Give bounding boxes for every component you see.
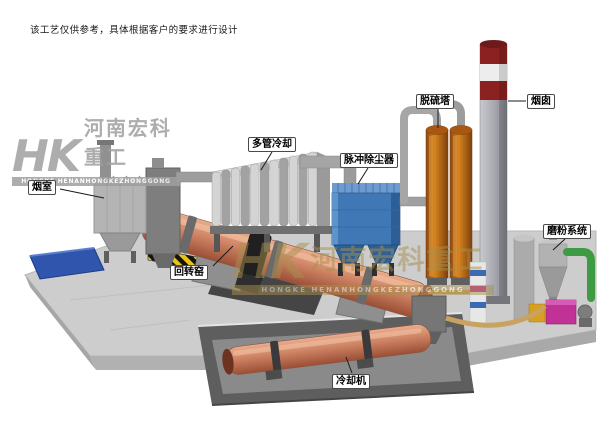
pulse-dust-collector [331, 183, 429, 276]
chimney [477, 40, 510, 304]
grinding-system [445, 228, 595, 328]
leader-rotary-kiln [212, 245, 234, 267]
kiln-to-cooler-duct [175, 171, 217, 183]
leader-pulse-dust-collector [357, 167, 369, 185]
label-rotary-kiln: 回转窑 [170, 265, 208, 280]
leader-cooling-machine [345, 356, 353, 374]
kiln-inlet-housing [145, 158, 181, 268]
kiln-girth-gear [239, 230, 272, 278]
label-desulfurization-tower: 脱硫塔 [416, 94, 454, 109]
smoke-chamber-stack [97, 140, 114, 186]
label-grinding-system: 磨粉系统 [543, 224, 591, 239]
label-smoke-chamber: 烟室 [28, 180, 56, 195]
green-pipe [563, 248, 595, 302]
multi-tube-cooler [210, 151, 332, 252]
leader-lines [59, 100, 566, 374]
label-pulse-dust-collector: 脉冲除尘器 [340, 153, 398, 168]
label-chimney: 烟囱 [527, 94, 555, 109]
label-cooling-machine: 冷却机 [332, 374, 370, 389]
cooling-machine [222, 324, 431, 381]
mill-separator-tower [469, 261, 487, 327]
baghouse-filter [93, 175, 147, 263]
leader-smoke-chamber [59, 188, 105, 199]
leader-grinding-system [552, 238, 566, 251]
leader-multi-tube-cooler [260, 151, 273, 171]
disclaimer-text: 该工艺仅供参考，具体根据客户的要求进行设计 [30, 25, 238, 36]
label-multi-tube-cooler: 多管冷却 [248, 137, 296, 152]
blue-mat [29, 247, 105, 280]
